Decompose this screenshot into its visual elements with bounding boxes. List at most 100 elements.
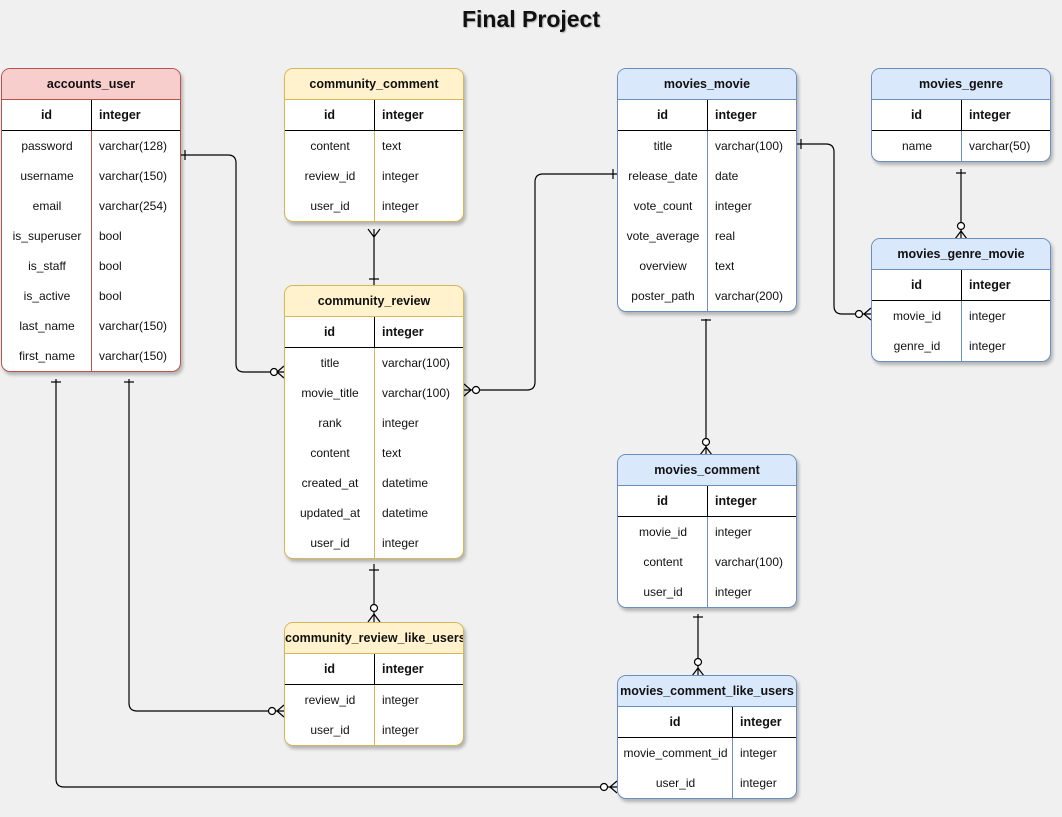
table-row[interactable]: user_id integer <box>285 715 463 745</box>
column-type: integer <box>715 585 752 599</box>
column-type: integer <box>740 746 777 760</box>
table-row[interactable]: content text <box>285 131 463 161</box>
table-row[interactable]: movie_comment_id integer <box>618 738 796 768</box>
column-name: release_date <box>628 169 698 183</box>
column-divider <box>707 131 708 311</box>
column-type: integer <box>715 108 757 122</box>
column-type: datetime <box>382 476 429 490</box>
column-name: first_name <box>18 349 76 363</box>
table-header[interactable]: community_review_like_users <box>285 623 463 654</box>
column-type: varchar(100) <box>382 386 451 400</box>
column-name: id <box>285 100 375 130</box>
column-name: content <box>310 139 350 153</box>
column-divider <box>732 738 733 798</box>
column-type: text <box>382 139 402 153</box>
table-row[interactable]: poster_path varchar(200) <box>618 281 796 311</box>
primary-key-row[interactable]: id integer <box>618 100 796 131</box>
column-type: text <box>715 259 735 273</box>
table-row[interactable]: movie_title varchar(100) <box>285 378 463 408</box>
column-name: id <box>872 270 962 300</box>
column-type: varchar(100) <box>715 139 784 153</box>
table-header[interactable]: movies_genre_movie <box>872 239 1050 270</box>
column-name: poster_path <box>631 289 695 303</box>
table-header[interactable]: movies_comment <box>618 455 796 486</box>
table-header[interactable]: community_review <box>285 286 463 317</box>
rel-user-commentlike[interactable] <box>55 379 617 788</box>
table-row[interactable]: first_name varchar(150) <box>2 341 180 371</box>
rel-user-review[interactable] <box>181 154 284 373</box>
table-header[interactable]: community_comment <box>285 69 463 100</box>
column-type: integer <box>740 776 777 790</box>
column-name: movie_title <box>301 386 359 400</box>
column-name: movie_comment_id <box>623 746 728 760</box>
column-name: user_id <box>310 723 350 737</box>
column-name: id <box>618 100 708 130</box>
column-type: varchar(50) <box>969 139 1031 153</box>
column-type: varchar(150) <box>99 349 168 363</box>
column-name: genre_id <box>893 339 941 353</box>
column-type: varchar(200) <box>715 289 784 303</box>
rel-movie-genremovie[interactable] <box>797 143 871 315</box>
column-name: vote_count <box>633 199 693 213</box>
column-name: email <box>32 199 62 213</box>
rel-user-reviewlike[interactable] <box>128 379 284 712</box>
column-divider <box>961 301 962 361</box>
column-type: integer <box>382 723 419 737</box>
table-header[interactable]: movies_comment_like_users <box>618 676 796 707</box>
table-header[interactable]: movies_movie <box>618 69 796 100</box>
column-type: integer <box>99 108 141 122</box>
table-header[interactable]: accounts_user <box>2 69 180 100</box>
column-name: title <box>320 356 340 370</box>
rel-movie-review[interactable] <box>464 173 617 391</box>
column-name: movie_id <box>892 309 942 323</box>
table-header[interactable]: movies_genre <box>872 69 1050 100</box>
